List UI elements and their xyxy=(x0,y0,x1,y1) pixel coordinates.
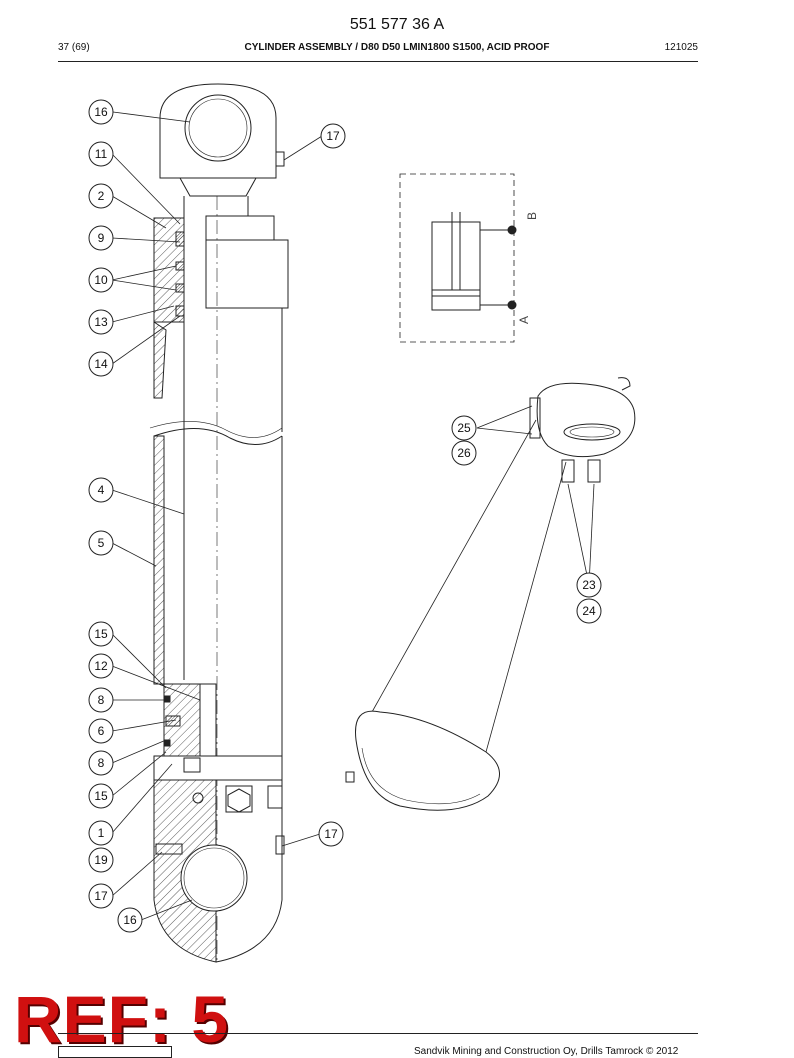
callout-10: 10 xyxy=(88,267,114,293)
page-indicator: 37 (69) xyxy=(58,42,90,53)
callout-11: 11 xyxy=(88,141,114,167)
callout-17-lower: 17 xyxy=(88,883,114,909)
callout-17-top: 17 xyxy=(320,123,346,149)
callout-13: 13 xyxy=(88,309,114,335)
page-title: CYLINDER ASSEMBLY / D80 D50 LMIN1800 S15… xyxy=(244,42,550,53)
svg-text:14: 14 xyxy=(94,357,108,371)
callout-9: 9 xyxy=(88,225,114,251)
svg-text:12: 12 xyxy=(94,659,108,673)
footer-rule xyxy=(58,1033,698,1034)
callout-24: 24 xyxy=(576,598,602,624)
svg-text:16: 16 xyxy=(94,105,108,119)
svg-text:2: 2 xyxy=(98,189,105,203)
callout-5: 5 xyxy=(88,530,114,556)
document-number: 551 577 36 A xyxy=(349,16,445,33)
callout-16-bottom: 16 xyxy=(117,907,143,933)
callout-1: 1 xyxy=(88,820,114,846)
svg-text:15: 15 xyxy=(94,627,108,641)
svg-text:9: 9 xyxy=(98,231,105,245)
port-label-b: B xyxy=(525,212,539,220)
callout-23: 23 xyxy=(576,572,602,598)
svg-text:6: 6 xyxy=(98,724,105,738)
callout-17-right: 17 xyxy=(318,821,344,847)
brand-logo xyxy=(58,1046,172,1058)
svg-text:8: 8 xyxy=(98,756,105,770)
footer-copyright: Sandvik Mining and Construction Oy, Dril… xyxy=(414,1046,679,1057)
svg-text:17: 17 xyxy=(326,129,340,143)
svg-text:10: 10 xyxy=(94,273,108,287)
ref-stamp: REF: 5 xyxy=(14,982,230,1056)
svg-text:17: 17 xyxy=(94,889,108,903)
callout-16-top: 16 xyxy=(88,99,114,125)
callout-15-upper: 15 xyxy=(88,621,114,647)
callout-8-lower: 8 xyxy=(88,750,114,776)
svg-text:11: 11 xyxy=(95,147,108,161)
callout-26: 26 xyxy=(451,440,477,466)
callout-19: 19 xyxy=(88,847,114,873)
leader-lines-main xyxy=(111,111,323,921)
svg-text:5: 5 xyxy=(98,536,105,550)
document-code: 121025 xyxy=(664,42,698,53)
callout-4: 4 xyxy=(88,477,114,503)
callout-8-upper: 8 xyxy=(88,687,114,713)
svg-text:24: 24 xyxy=(582,604,596,618)
svg-text:17: 17 xyxy=(324,827,338,841)
header-rule xyxy=(58,61,698,62)
svg-text:16: 16 xyxy=(123,913,137,927)
callout-2: 2 xyxy=(88,183,114,209)
callout-6: 6 xyxy=(88,718,114,744)
port-label-a: A xyxy=(517,316,531,324)
callout-14: 14 xyxy=(88,351,114,377)
svg-text:26: 26 xyxy=(457,446,471,460)
svg-text:25: 25 xyxy=(457,421,471,435)
svg-text:13: 13 xyxy=(94,315,108,329)
svg-text:23: 23 xyxy=(582,578,596,592)
isometric-cylinder-view xyxy=(345,377,636,811)
leader-lines-iso xyxy=(476,405,595,586)
main-cylinder-section xyxy=(149,83,289,963)
svg-text:15: 15 xyxy=(94,789,108,803)
callout-15-lower: 15 xyxy=(88,783,114,809)
svg-text:8: 8 xyxy=(98,693,105,707)
hydraulic-symbol xyxy=(399,173,517,343)
svg-text:4: 4 xyxy=(98,483,105,497)
svg-text:1: 1 xyxy=(98,826,105,840)
callout-12: 12 xyxy=(88,653,114,679)
svg-text:19: 19 xyxy=(94,853,108,867)
callout-25: 25 xyxy=(451,415,477,441)
